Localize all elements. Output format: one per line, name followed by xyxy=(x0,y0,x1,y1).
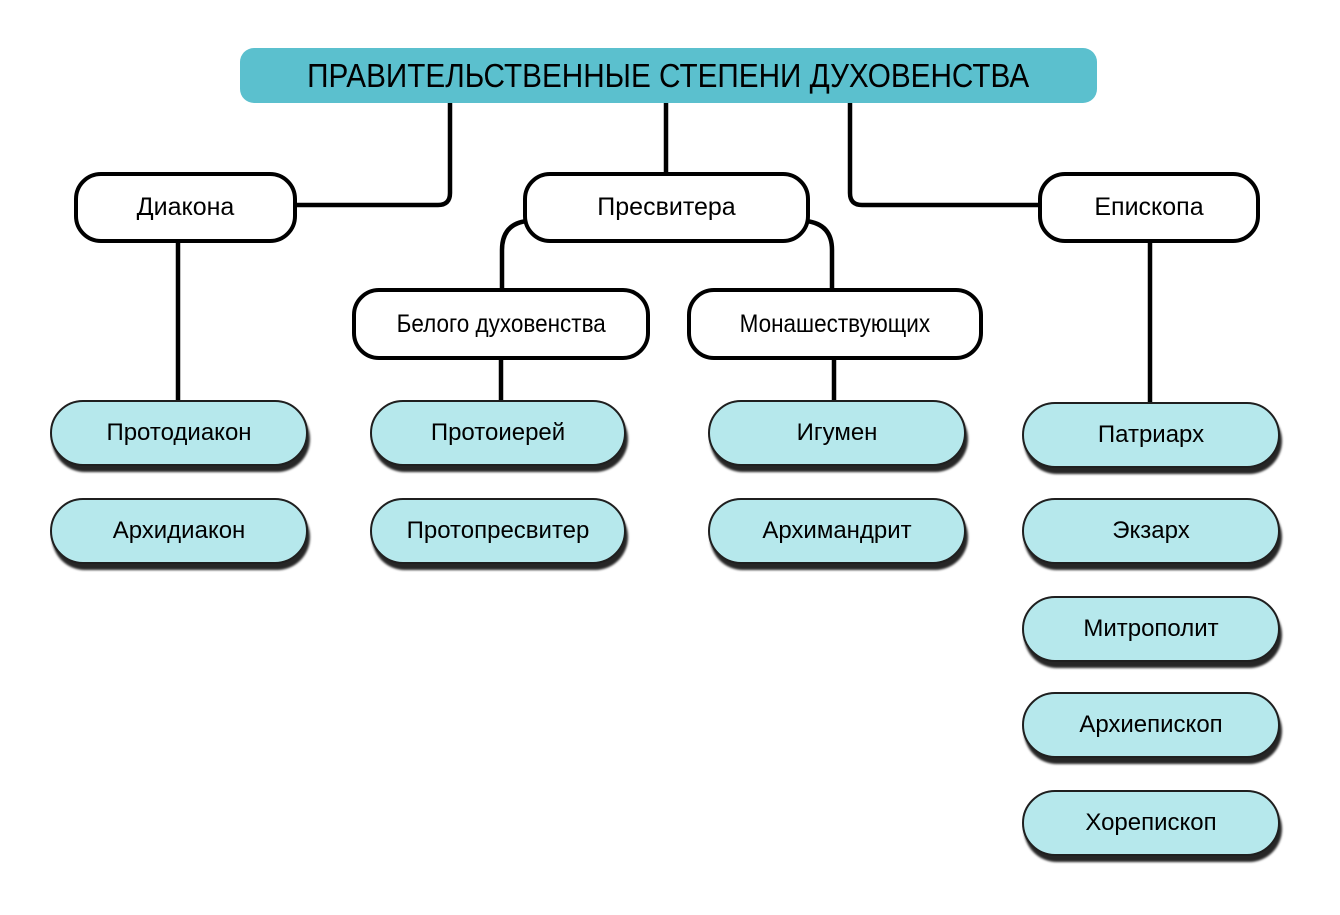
leaf-protopresviter-label: Протопресвитер xyxy=(406,517,590,544)
node-presvitera: Пресвитера xyxy=(523,172,810,243)
leaf-horepiskop-label: Хорепископ xyxy=(1085,809,1217,836)
node-belogo-duhovenstva-label: Белого духовенства xyxy=(396,309,606,338)
node-monashestvuyushchih-label: Монашествующих xyxy=(739,309,931,338)
leaf-mitropolit: Митрополит xyxy=(1022,596,1280,662)
leaf-protodiakon-label: Протодиакон xyxy=(106,419,252,446)
node-belogo-duhovenstva: Белого духовенства xyxy=(352,288,650,360)
node-episkopa: Епископа xyxy=(1038,172,1260,243)
leaf-ekzarh-label: Экзарх xyxy=(1112,517,1190,544)
leaf-patriarch-label: Патриарх xyxy=(1097,421,1205,448)
diagram-title: ПРАВИТЕЛЬСТВЕННЫЕ СТЕПЕНИ ДУХОВЕНСТВА xyxy=(240,48,1097,103)
leaf-mitropolit-label: Митрополит xyxy=(1083,615,1219,642)
leaf-horepiskop: Хорепископ xyxy=(1022,790,1280,856)
leaf-protoierey: Протоиерей xyxy=(370,400,626,466)
connector-presvitera-belogo xyxy=(499,218,528,288)
diagram-title-label: ПРАВИТЕЛЬСТВЕННЫЕ СТЕПЕНИ ДУХОВЕНСТВА xyxy=(307,56,1030,94)
leaf-arhiepiskop-label: Архиепископ xyxy=(1079,711,1223,738)
connector-title-diakona xyxy=(297,103,453,208)
leaf-arhimandrit: Архимандрит xyxy=(708,498,966,564)
leaf-protoierey-label: Протоиерей xyxy=(430,419,566,446)
leaf-ekzarh: Экзарх xyxy=(1022,498,1280,564)
leaf-arhidiakon: Архидиакон xyxy=(50,498,308,564)
connector-presvitera-monash xyxy=(805,218,835,288)
node-diakona-label: Диакона xyxy=(136,193,235,221)
node-presvitera-label: Пресвитера xyxy=(597,193,736,221)
leaf-protodiakon: Протодиакон xyxy=(50,400,308,466)
leaf-arhimandrit-label: Архимандрит xyxy=(762,517,912,544)
leaf-patriarch: Патриарх xyxy=(1022,402,1280,468)
node-diakona: Диакона xyxy=(74,172,297,243)
leaf-arhidiakon-label: Архидиакон xyxy=(112,517,246,544)
node-episkopa-label: Епископа xyxy=(1094,193,1204,221)
leaf-igumen: Игумен xyxy=(708,400,966,466)
connector-title-episkopa xyxy=(847,103,1038,208)
leaf-igumen-label: Игумен xyxy=(796,419,878,446)
node-monashestvuyushchih: Монашествующих xyxy=(687,288,983,360)
leaf-arhiepiskop: Архиепископ xyxy=(1022,692,1280,758)
leaf-protopresviter: Протопресвитер xyxy=(370,498,626,564)
